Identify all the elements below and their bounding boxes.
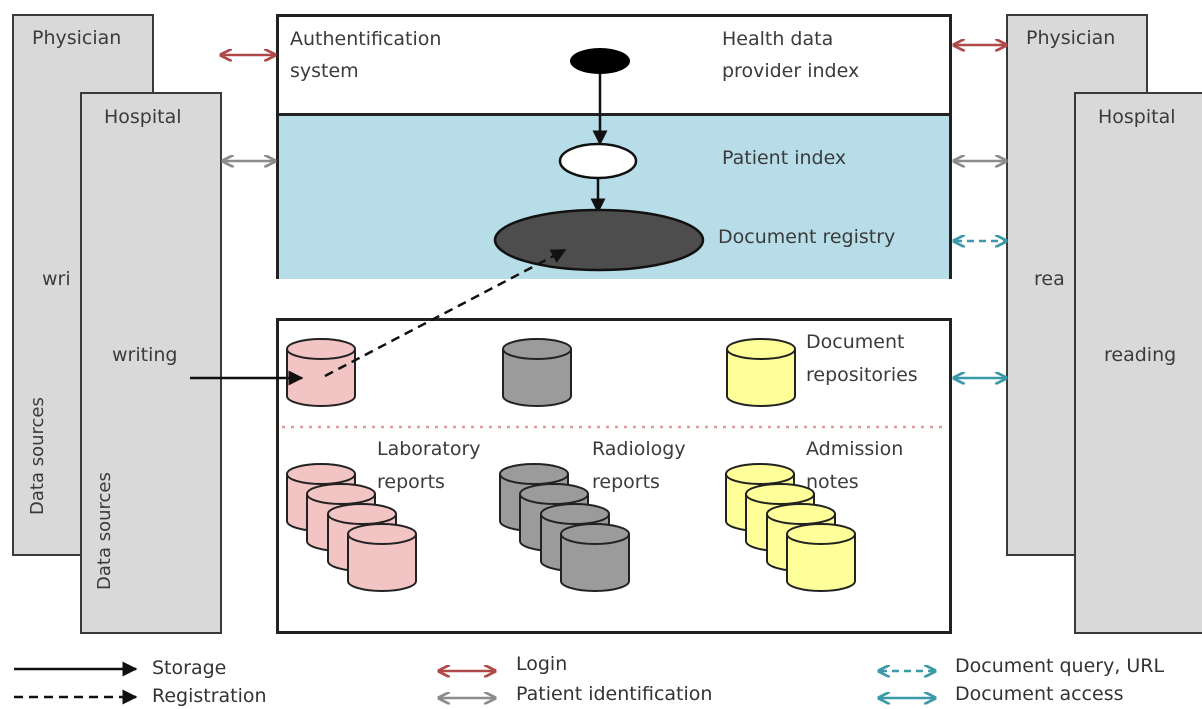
- physician-right-title: Physician: [1026, 27, 1116, 49]
- hospital-right-title: Hospital: [1098, 106, 1176, 128]
- laboratory-reports-line2: reports: [377, 471, 445, 493]
- registration-flow-arrow: [324, 248, 567, 378]
- physician-left-activity: wri: [42, 268, 71, 290]
- legend-document-query-label: Document query, URL: [955, 655, 1165, 677]
- physician-left-title: Physician: [32, 27, 122, 49]
- document-repositories-line1: Document: [806, 331, 905, 353]
- physician-right-activity: rea: [1034, 268, 1065, 290]
- health-data-provider-index-line2: provider index: [722, 60, 860, 82]
- legend-document-access-label: Document access: [955, 683, 1124, 705]
- admission-notes-line2: notes: [806, 471, 859, 493]
- laboratory-reports-stack: [286, 463, 417, 592]
- radiology-reports-line1: Radiology: [592, 438, 686, 460]
- hospital-left-activity: writing: [112, 344, 178, 366]
- legend-patient-identification-label: Patient identification: [516, 683, 713, 705]
- hospital-right-panel: [1074, 92, 1202, 634]
- auth-system-label-line1: Authentification: [290, 28, 442, 50]
- radiology-reports-stack: [499, 463, 630, 592]
- health-data-provider-index-line1: Health data: [722, 28, 834, 50]
- health-data-provider-node: [570, 48, 630, 74]
- admission-notes-line1: Admission: [806, 438, 904, 460]
- radiology-reports-line2: reports: [592, 471, 660, 493]
- legend-registration-label: Registration: [152, 685, 267, 707]
- auth-system-label-line2: system: [290, 60, 359, 82]
- admission-repository-cylinder: [726, 338, 796, 407]
- document-registry-node: [493, 208, 705, 272]
- hospital-right-activity: reading: [1104, 344, 1177, 366]
- lab-repository-cylinder: [286, 338, 356, 407]
- hospital-left-panel: [80, 92, 222, 634]
- document-repositories-line2: repositories: [806, 364, 918, 386]
- laboratory-reports-line1: Laboratory: [377, 438, 481, 460]
- legend-login-label: Login: [516, 653, 568, 675]
- legend-storage-label: Storage: [152, 657, 227, 679]
- admission-notes-stack: [725, 463, 856, 592]
- hospital-left-title: Hospital: [104, 106, 182, 128]
- patient-index-node: [558, 142, 638, 180]
- radiology-repository-cylinder: [502, 338, 572, 407]
- patient-index-label: Patient index: [722, 147, 847, 169]
- document-registry-label: Document registry: [718, 226, 896, 248]
